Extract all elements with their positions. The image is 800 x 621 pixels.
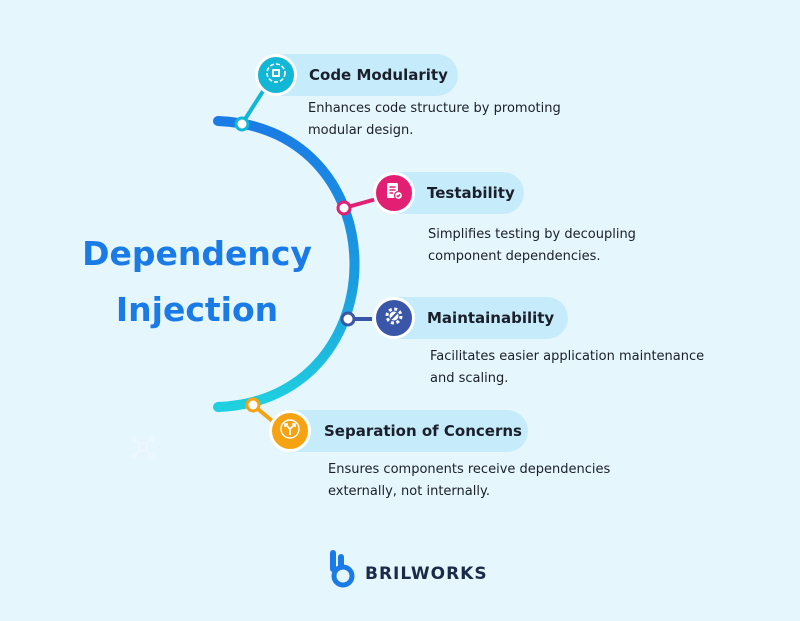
split-arrows-icon [278, 417, 302, 445]
desc-line: Ensures components receive dependencies [328, 462, 611, 477]
pill-separation-of-concerns: Separation of Concerns [276, 410, 528, 452]
item-label-code-modularity: Code Modularity [309, 66, 448, 84]
arc-dot-code-modularity [234, 116, 250, 132]
decorative-network-icon [131, 436, 155, 459]
main-arc [213, 116, 360, 412]
checklist-document-icon [382, 179, 406, 207]
desc-line: component dependencies. [428, 249, 601, 264]
desc-line: and scaling. [430, 371, 509, 386]
desc-line: Facilitates easier application maintenan… [430, 349, 705, 364]
modular-chip-icon [264, 61, 288, 89]
main-title-line1: Dependency [82, 234, 312, 273]
item-label-testability: Testability [427, 184, 515, 202]
arc-dot-separation [245, 397, 261, 413]
main-title: Dependency Injection [62, 226, 332, 338]
item-label-separation-of-concerns: Separation of Concerns [324, 422, 522, 440]
item-desc-separation-of-concerns: Ensures components receive dependencies … [328, 459, 610, 503]
item-desc-code-modularity: Enhances code structure by promoting mod… [308, 98, 561, 142]
badge-code-modularity [255, 54, 297, 96]
desc-line: modular design. [308, 123, 414, 138]
gear-wrench-icon [382, 304, 406, 332]
item-label-maintainability: Maintainability [427, 309, 555, 327]
item-desc-testability: Simplifies testing by decoupling compone… [428, 224, 636, 268]
main-title-line2: Injection [115, 290, 279, 329]
desc-line: Enhances code structure by promoting [308, 101, 561, 116]
brilworks-logo-icon [328, 548, 358, 592]
desc-line: Simplifies testing by decoupling [428, 227, 636, 242]
arc-dot-testability [336, 200, 352, 216]
arc-dot-maintainability [340, 311, 356, 327]
badge-testability [373, 172, 415, 214]
item-desc-maintainability: Facilitates easier application maintenan… [430, 346, 704, 390]
badge-separation-of-concerns [269, 410, 311, 452]
badge-maintainability [373, 297, 415, 339]
desc-line: externally, not internally. [328, 484, 490, 499]
brand-name: BRILWORKS [365, 564, 488, 584]
